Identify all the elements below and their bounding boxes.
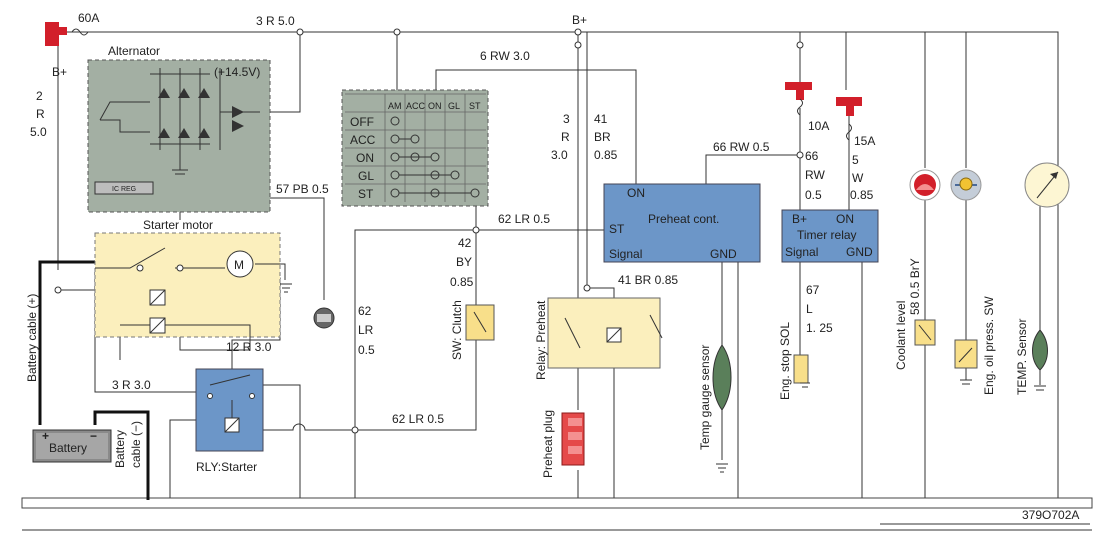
fuse-60a-label: 60A [78, 11, 99, 25]
preheat-cont-gnd: GND [710, 247, 737, 261]
wire-41br-label: 41 BR 0.85 [594, 112, 618, 162]
svg-text:AM: AM [388, 101, 402, 111]
relay-starter-label: RLY:Starter [196, 460, 257, 474]
timer-relay-signal: Signal [785, 245, 818, 259]
wire-62lr-bottom-label: 62 LR 0.5 [392, 412, 444, 426]
preheat-relay-label: Relay: Preheat [534, 300, 548, 380]
battery-minus: − [90, 429, 97, 443]
wire-62lr-label: 62 LR 0.5 [498, 212, 550, 226]
battery-label: Battery [49, 441, 87, 455]
relay-starter [195, 368, 264, 452]
wire-41br-b-label: 41 BR 0.85 [618, 273, 678, 287]
wire-62lr-vertical-label: 62 LR 0.5 [358, 304, 377, 357]
ignition-contacts [390, 116, 480, 198]
ignition-column-labels: AM ACC ON GL ST [388, 101, 481, 111]
battery [32, 429, 112, 463]
preheat-plug [561, 412, 585, 466]
wire-12r-label: 12 R 3.0 [226, 340, 272, 354]
wire-3r3-label: 3 R 3.0 [551, 112, 573, 162]
svg-text:ACC: ACC [350, 133, 376, 147]
fuse-10a-connector [785, 82, 812, 116]
eng-stop-sol-label: Eng. stop SOL [778, 322, 792, 400]
clutch-switch [465, 304, 495, 341]
clutch-switch-label: SW: Clutch [450, 300, 464, 360]
fuse-10a-label: 10A [808, 119, 829, 133]
svg-text:ON: ON [428, 101, 442, 111]
oil-pressure-indicator [950, 169, 982, 385]
wire-6rw-label: 6 RW 3.0 [480, 49, 530, 63]
preheat-plug-label: Preheat plug [541, 410, 555, 478]
timer-relay-on: ON [836, 212, 854, 226]
battery-cables [38, 260, 150, 500]
wire-42by-label: 42 BY 0.85 [450, 236, 475, 289]
figure-code: 379O702A [1022, 508, 1079, 522]
svg-text:GL: GL [358, 169, 374, 183]
battery-plus: + [42, 429, 49, 443]
wire-58bry-label: 58 0.5 BrY [908, 258, 922, 315]
svg-text:ON: ON [356, 151, 374, 165]
bplus-left-label: B+ [52, 65, 67, 79]
svg-text:GL: GL [448, 101, 460, 111]
eng-stop-solenoid [793, 354, 810, 388]
ic-reg-label: IC REG [112, 186, 136, 193]
preheat-cont-on: ON [627, 186, 645, 200]
preheat-cont-title: Preheat cont. [648, 212, 719, 226]
oil-pressure-label: Eng. oil press. SW [982, 296, 996, 395]
junctions [54, 28, 804, 434]
starter-motor [94, 232, 292, 350]
bplus-top-label: B+ [572, 13, 587, 27]
preheat-cont-st: ST [609, 222, 625, 236]
wire-57pb-label: 57 PB 0.5 [276, 182, 329, 196]
wiring-lines [21, 31, 1093, 531]
fuse-15a-connector [836, 97, 862, 141]
alternator-label: Alternator [108, 44, 160, 58]
alternator-wire-gauge: 2 R 5.0 [30, 89, 48, 139]
gauge-icon [313, 307, 335, 329]
temp-gauge-sensor-label: Temp gauge sensor [698, 345, 712, 450]
preheat-cont-signal: Signal [609, 247, 642, 261]
alternator-voltage: (+14.5V) [214, 65, 260, 79]
timer-relay [781, 209, 879, 263]
wire-3r5-label: 3 R 5.0 [256, 14, 295, 28]
main-fuse-block [45, 22, 89, 46]
preheat-control-unit [603, 183, 761, 263]
svg-text:ACC: ACC [406, 101, 426, 111]
starter-motor-label: Starter motor [143, 218, 213, 232]
battery-cable-pos-label: Battery cable (+) [25, 294, 39, 382]
timer-relay-bplus: B+ [792, 212, 807, 226]
temp-gauge-sensor [712, 344, 732, 473]
wire-5w-label: 5 W 0.85 [850, 153, 874, 202]
alternator [87, 59, 271, 213]
battery-cable-neg-label: Battery cable (−) [113, 421, 143, 468]
coolant-level-indicator [909, 169, 941, 346]
coolant-level-label: Coolant level [894, 301, 908, 370]
motor-symbol: M [234, 258, 244, 272]
ignition-row-labels: OFF ACC ON GL ST [350, 115, 376, 201]
temp-sensor [1024, 162, 1070, 391]
wire-66rw-vertical-label: 66 RW 0.5 [805, 149, 828, 202]
svg-text:ST: ST [358, 187, 374, 201]
fuse-15a-label: 15A [854, 134, 875, 148]
ignition-switch [341, 89, 489, 207]
wire-67l-label: 67 L 1. 25 [806, 283, 833, 335]
wire-3r3b-label: 3 R 3.0 [112, 378, 151, 392]
temp-sensor-label: TEMP. Sensor [1015, 319, 1029, 395]
timer-relay-gnd: GND [846, 245, 873, 259]
svg-text:ST: ST [469, 101, 481, 111]
wire-66rw-label: 66 RW 0.5 [713, 140, 770, 154]
timer-relay-title: Timer relay [797, 228, 857, 242]
preheat-relay [547, 297, 663, 369]
svg-text:OFF: OFF [350, 115, 374, 129]
